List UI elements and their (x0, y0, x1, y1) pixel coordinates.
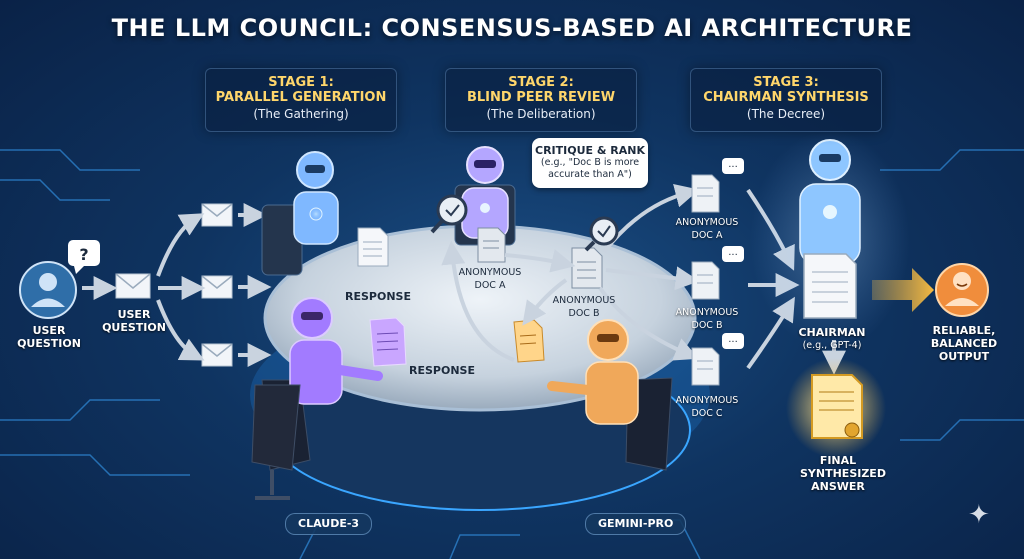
doc-icon-table-c (513, 319, 545, 363)
envelope-question-label: USER QUESTION (102, 308, 166, 334)
response-label-bottom: RESPONSE (409, 364, 475, 377)
critique-title: CRITIQUE & RANK (535, 144, 645, 157)
circuit-traces (0, 149, 1024, 559)
response-doc-icon-bottom (369, 317, 407, 367)
page-title: THE LLM COUNCIL: CONSENSUS-BASED AI ARCH… (111, 14, 913, 42)
anon-doc-a-label: ANONYMOUS DOC A (675, 217, 739, 241)
user-avatar (19, 261, 77, 319)
robot-orange-gemini (547, 319, 673, 471)
response-label-top: RESPONSE (345, 290, 411, 303)
magnifier-icon-left (430, 194, 468, 234)
question-mark: ? (79, 245, 88, 264)
anon-doc-c-label: ANONYMOUS DOC C (675, 395, 739, 419)
sparkle-icon: ✦ (968, 500, 990, 530)
svg-text:···: ··· (728, 162, 738, 173)
model-pill-right: GEMINI-PRO (585, 513, 687, 535)
svg-text:···: ··· (728, 250, 738, 261)
question-bubble-icon (68, 240, 100, 274)
svg-text:···: ··· (728, 337, 738, 348)
distribution-arrows (82, 203, 272, 367)
critique-example: (e.g., "Doc B is more accurate than A") (540, 157, 640, 180)
anon-doc-b-icon: ··· (691, 246, 744, 300)
output-label: RELIABLE, BALANCED OUTPUT (930, 324, 998, 363)
robot-blue-left (261, 151, 339, 276)
robot-chairman (750, 130, 910, 350)
critique-bubble: CRITIQUE & RANK (e.g., "Doc B is more ac… (532, 138, 648, 188)
model-pill-left: CLAUDE-3 (285, 513, 373, 535)
stage-2-number: STAGE 2: (508, 75, 574, 90)
chairman-label: CHAIRMAN (798, 326, 866, 339)
stage-3-name: CHAIRMAN SYNTHESIS (703, 90, 869, 105)
doc-icon-table-b (571, 247, 603, 289)
table-doc-a-label: ANONYMOUS DOC A (458, 267, 522, 291)
stage-1-name: PARALLEL GENERATION (215, 90, 387, 105)
anon-doc-b-label: ANONYMOUS DOC B (675, 307, 739, 331)
anon-doc-c-icon: ··· (691, 333, 744, 386)
stage-2-name: BLIND PEER REVIEW (466, 90, 616, 105)
stage-3-subtitle: (The Decree) (746, 107, 826, 121)
table-doc-b-label: ANONYMOUS DOC B (552, 295, 616, 319)
stage-1-box: STAGE 1: PARALLEL GENERATION (The Gather… (205, 68, 397, 132)
stage-3-box: STAGE 3: CHAIRMAN SYNTHESIS (The Decree) (690, 68, 882, 132)
envelope-icon-top (201, 203, 233, 227)
envelope-icon-middle (201, 275, 233, 299)
stage-3-number: STAGE 3: (753, 75, 819, 90)
final-answer-label: FINAL SYNTHESIZED ANSWER (800, 454, 886, 493)
chairman-doc-icon (803, 253, 857, 319)
robot-reviewer (454, 146, 516, 246)
anon-doc-a-icon: ··· (691, 158, 744, 213)
stage-2-box: STAGE 2: BLIND PEER REVIEW (The Delibera… (445, 68, 637, 132)
doc-icon-table-a (477, 227, 506, 263)
response-doc-icon-top (357, 227, 389, 267)
envelope-icon (115, 273, 151, 299)
envelope-icon-bottom (201, 343, 233, 367)
stage-2-subtitle: (The Deliberation) (486, 107, 596, 121)
user-question-label: USER QUESTION (17, 324, 81, 350)
stage-1-number: STAGE 1: (268, 75, 334, 90)
chair-left (251, 384, 301, 500)
chairman-model: (e.g., GPT-4) (802, 340, 862, 351)
output-arrow-icon (872, 268, 934, 312)
stage-1-subtitle: (The Gathering) (253, 107, 349, 121)
output-avatar (935, 263, 989, 317)
magnifier-icon-right (584, 216, 619, 252)
final-answer-doc-icon (786, 358, 886, 458)
